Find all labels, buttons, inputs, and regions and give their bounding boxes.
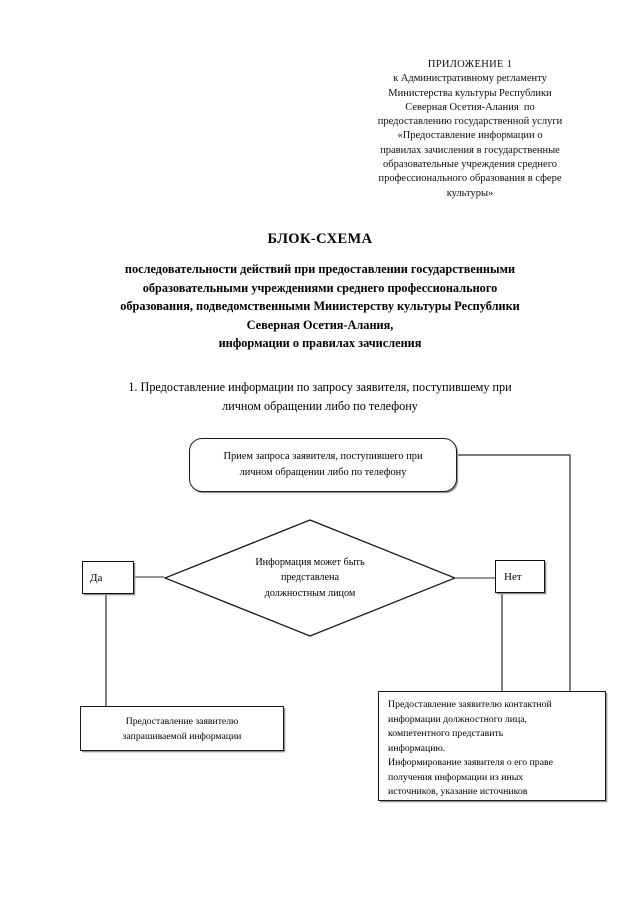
section-heading-line: 1. Предоставление информации по запросу … bbox=[128, 380, 512, 394]
flow-text-line: источников, указание источников bbox=[388, 786, 528, 797]
flow-text-line: информации должностного лица, bbox=[388, 713, 528, 725]
appendix-header-line: предоставлению государственной услуги bbox=[377, 116, 563, 128]
flow-node-yes[interactable]: Да bbox=[82, 561, 134, 594]
flow-text-line: получения информации из иных bbox=[388, 771, 524, 783]
flow-node-intake-text: Прием запроса заявителя, поступившего пр… bbox=[190, 449, 456, 481]
appendix-header-line: профессионального образования в сфере bbox=[378, 173, 562, 185]
flow-node-decision[interactable]: Информация может быть представлена должн… bbox=[164, 519, 456, 637]
flow-node-intake[interactable]: Прием запроса заявителя, поступившего пр… bbox=[189, 438, 457, 492]
subtitle-line: информации о правилах зачисления bbox=[218, 336, 422, 351]
flow-text-line: представлена bbox=[281, 572, 339, 584]
flow-node-no[interactable]: Нет bbox=[495, 560, 545, 593]
section-1-heading: 1. Предоставление информации по запросу … bbox=[75, 378, 565, 416]
flow-text-line: запрашиваемой информации bbox=[122, 730, 242, 742]
subtitle-line: образовательными учреждениями среднего п… bbox=[142, 280, 498, 295]
appendix-header-line: Северная Осетия-Алания по bbox=[405, 101, 535, 113]
flow-node-contact-info-text: Предоставление заявителю контактной инфо… bbox=[379, 692, 605, 800]
document-subtitle: последовательности действий при предоста… bbox=[70, 260, 570, 353]
subtitle-line: последовательности действий при предоста… bbox=[124, 262, 516, 276]
appendix-header-line: ПРИЛОЖЕНИЕ 1 bbox=[427, 59, 513, 70]
flow-node-decision-text: Информация может быть представлена должн… bbox=[164, 555, 456, 602]
appendix-reference-header: ПРИЛОЖЕНИЕ 1 к Административному регламе… bbox=[332, 58, 608, 201]
diamond-shape-icon bbox=[164, 519, 456, 637]
flow-text-line: Информирование заявителя о его праве bbox=[388, 757, 553, 768]
flow-text-line: Информация может быть bbox=[255, 556, 365, 568]
appendix-header-line: культуры» bbox=[446, 187, 494, 199]
subtitle-line: Северная Осетия-Алания, bbox=[246, 317, 394, 332]
flow-text-line: информацию. bbox=[388, 742, 446, 754]
subtitle-line: образования, подведомственными Министерс… bbox=[120, 299, 520, 314]
flow-text-line: Предоставление заявителю bbox=[125, 715, 239, 727]
flow-node-provide-info-text: Предоставление заявителю запрашиваемой и… bbox=[81, 714, 283, 744]
section-heading-line: личном обращении либо по телефону bbox=[222, 399, 418, 413]
flow-node-contact-info[interactable]: Предоставление заявителю контактной инфо… bbox=[378, 691, 606, 801]
flow-text-line: Предоставление заявителю контактной bbox=[388, 699, 552, 710]
flow-node-no-text: Нет bbox=[504, 570, 522, 583]
flow-node-yes-text: Да bbox=[90, 571, 103, 584]
document-title: БЛОК-СХЕМА bbox=[267, 231, 373, 247]
flow-node-provide-info[interactable]: Предоставление заявителю запрашиваемой и… bbox=[80, 706, 284, 751]
appendix-header-line: Министерства культуры Республики bbox=[388, 87, 552, 99]
flow-text-line: должностным лицом bbox=[264, 587, 356, 599]
flow-text-line: компетентного представить bbox=[388, 728, 504, 739]
flow-text-line: Прием запроса заявителя, поступившего пр… bbox=[223, 451, 423, 462]
appendix-header-line: к Административному регламенту bbox=[393, 73, 547, 85]
appendix-header-line: правилах зачисления в государственные bbox=[380, 144, 560, 156]
appendix-header-line: образовательные учреждения среднего bbox=[382, 159, 558, 171]
appendix-header-line: «Предоставление информации о bbox=[397, 130, 543, 142]
flow-text-line: личном обращении либо по телефону bbox=[239, 467, 407, 478]
